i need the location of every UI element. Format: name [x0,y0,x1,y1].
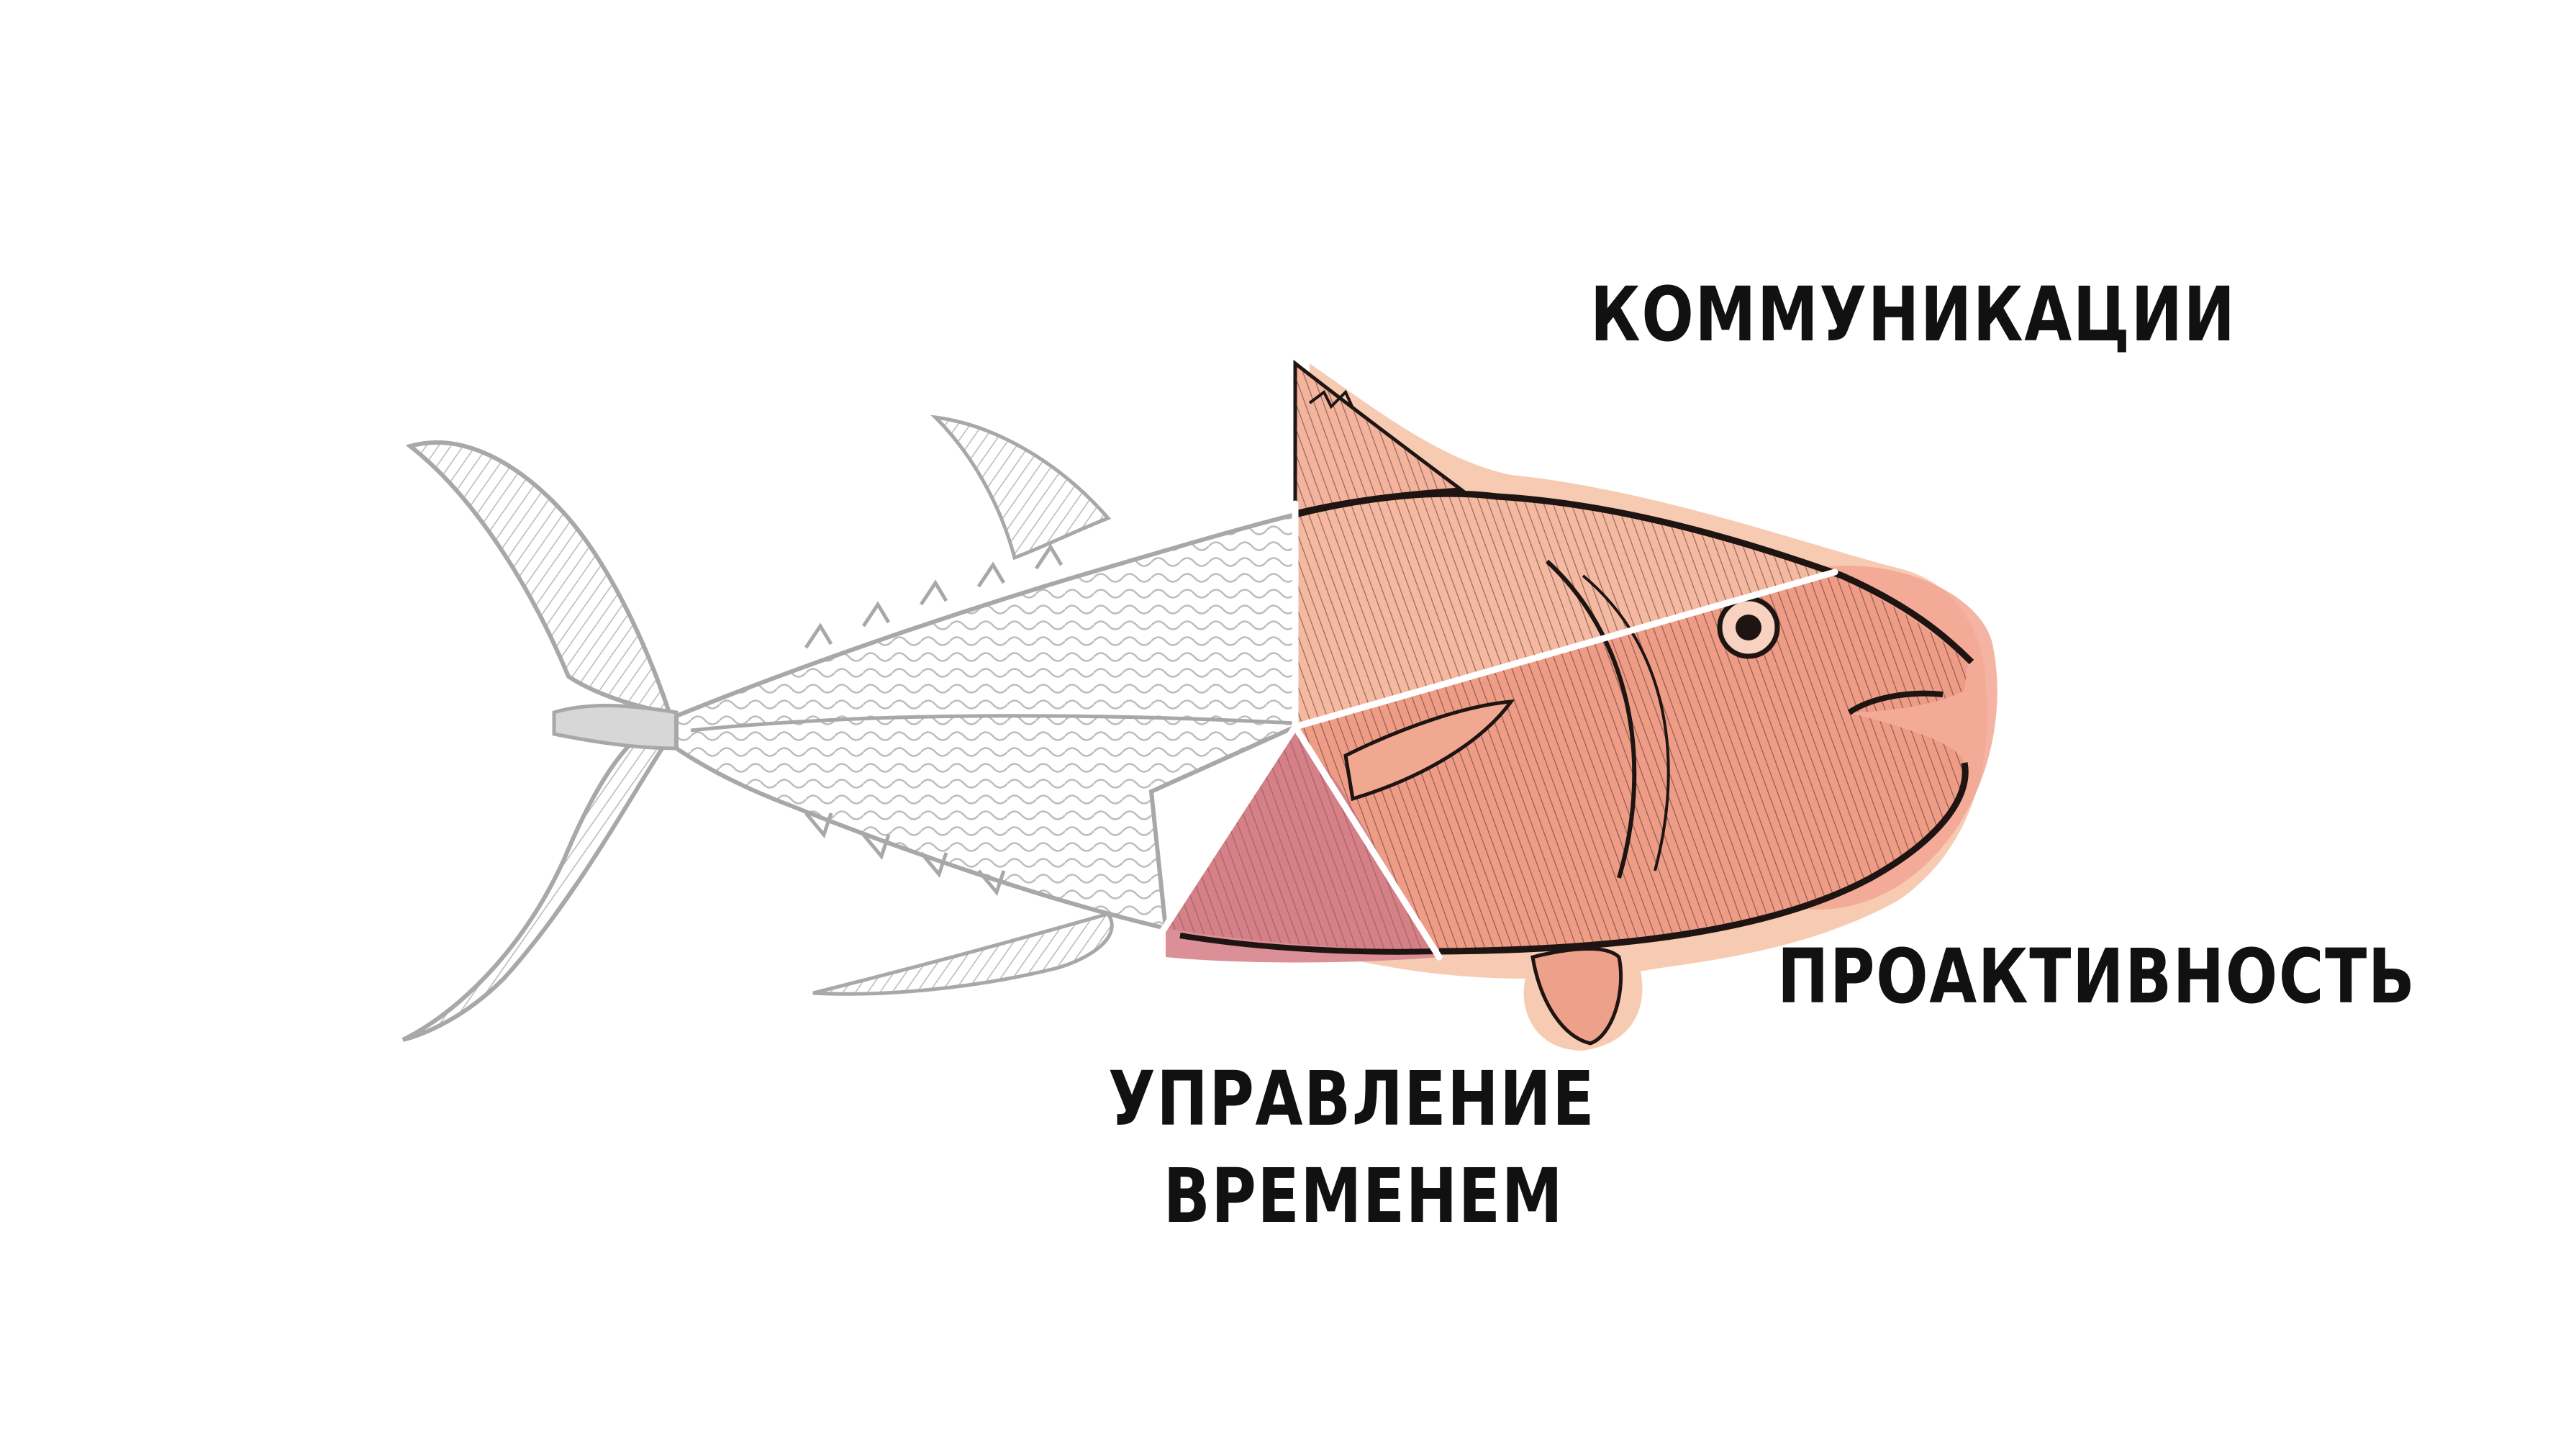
segment-dividers [1158,500,1838,961]
segment-time-management [1166,727,1436,955]
label-time-management: УПРАВЛЕНИЕ ВРЕМЕНЕМ [1108,1051,1595,1245]
label-communications: КОММУНИКАЦИИ [1590,271,2236,358]
segment-proactivity [1294,490,1974,1046]
label-proactivity: ПРОАКТИВНОСТЬ [1777,933,2416,1020]
segment-communications [1293,359,1828,727]
label-time-management-line2: ВРЕМЕНЕМ [1163,1152,1564,1241]
label-time-management-line1: УПРАВЛЕНИЕ [1108,1055,1596,1143]
fish-grey-rear [402,414,1297,1042]
